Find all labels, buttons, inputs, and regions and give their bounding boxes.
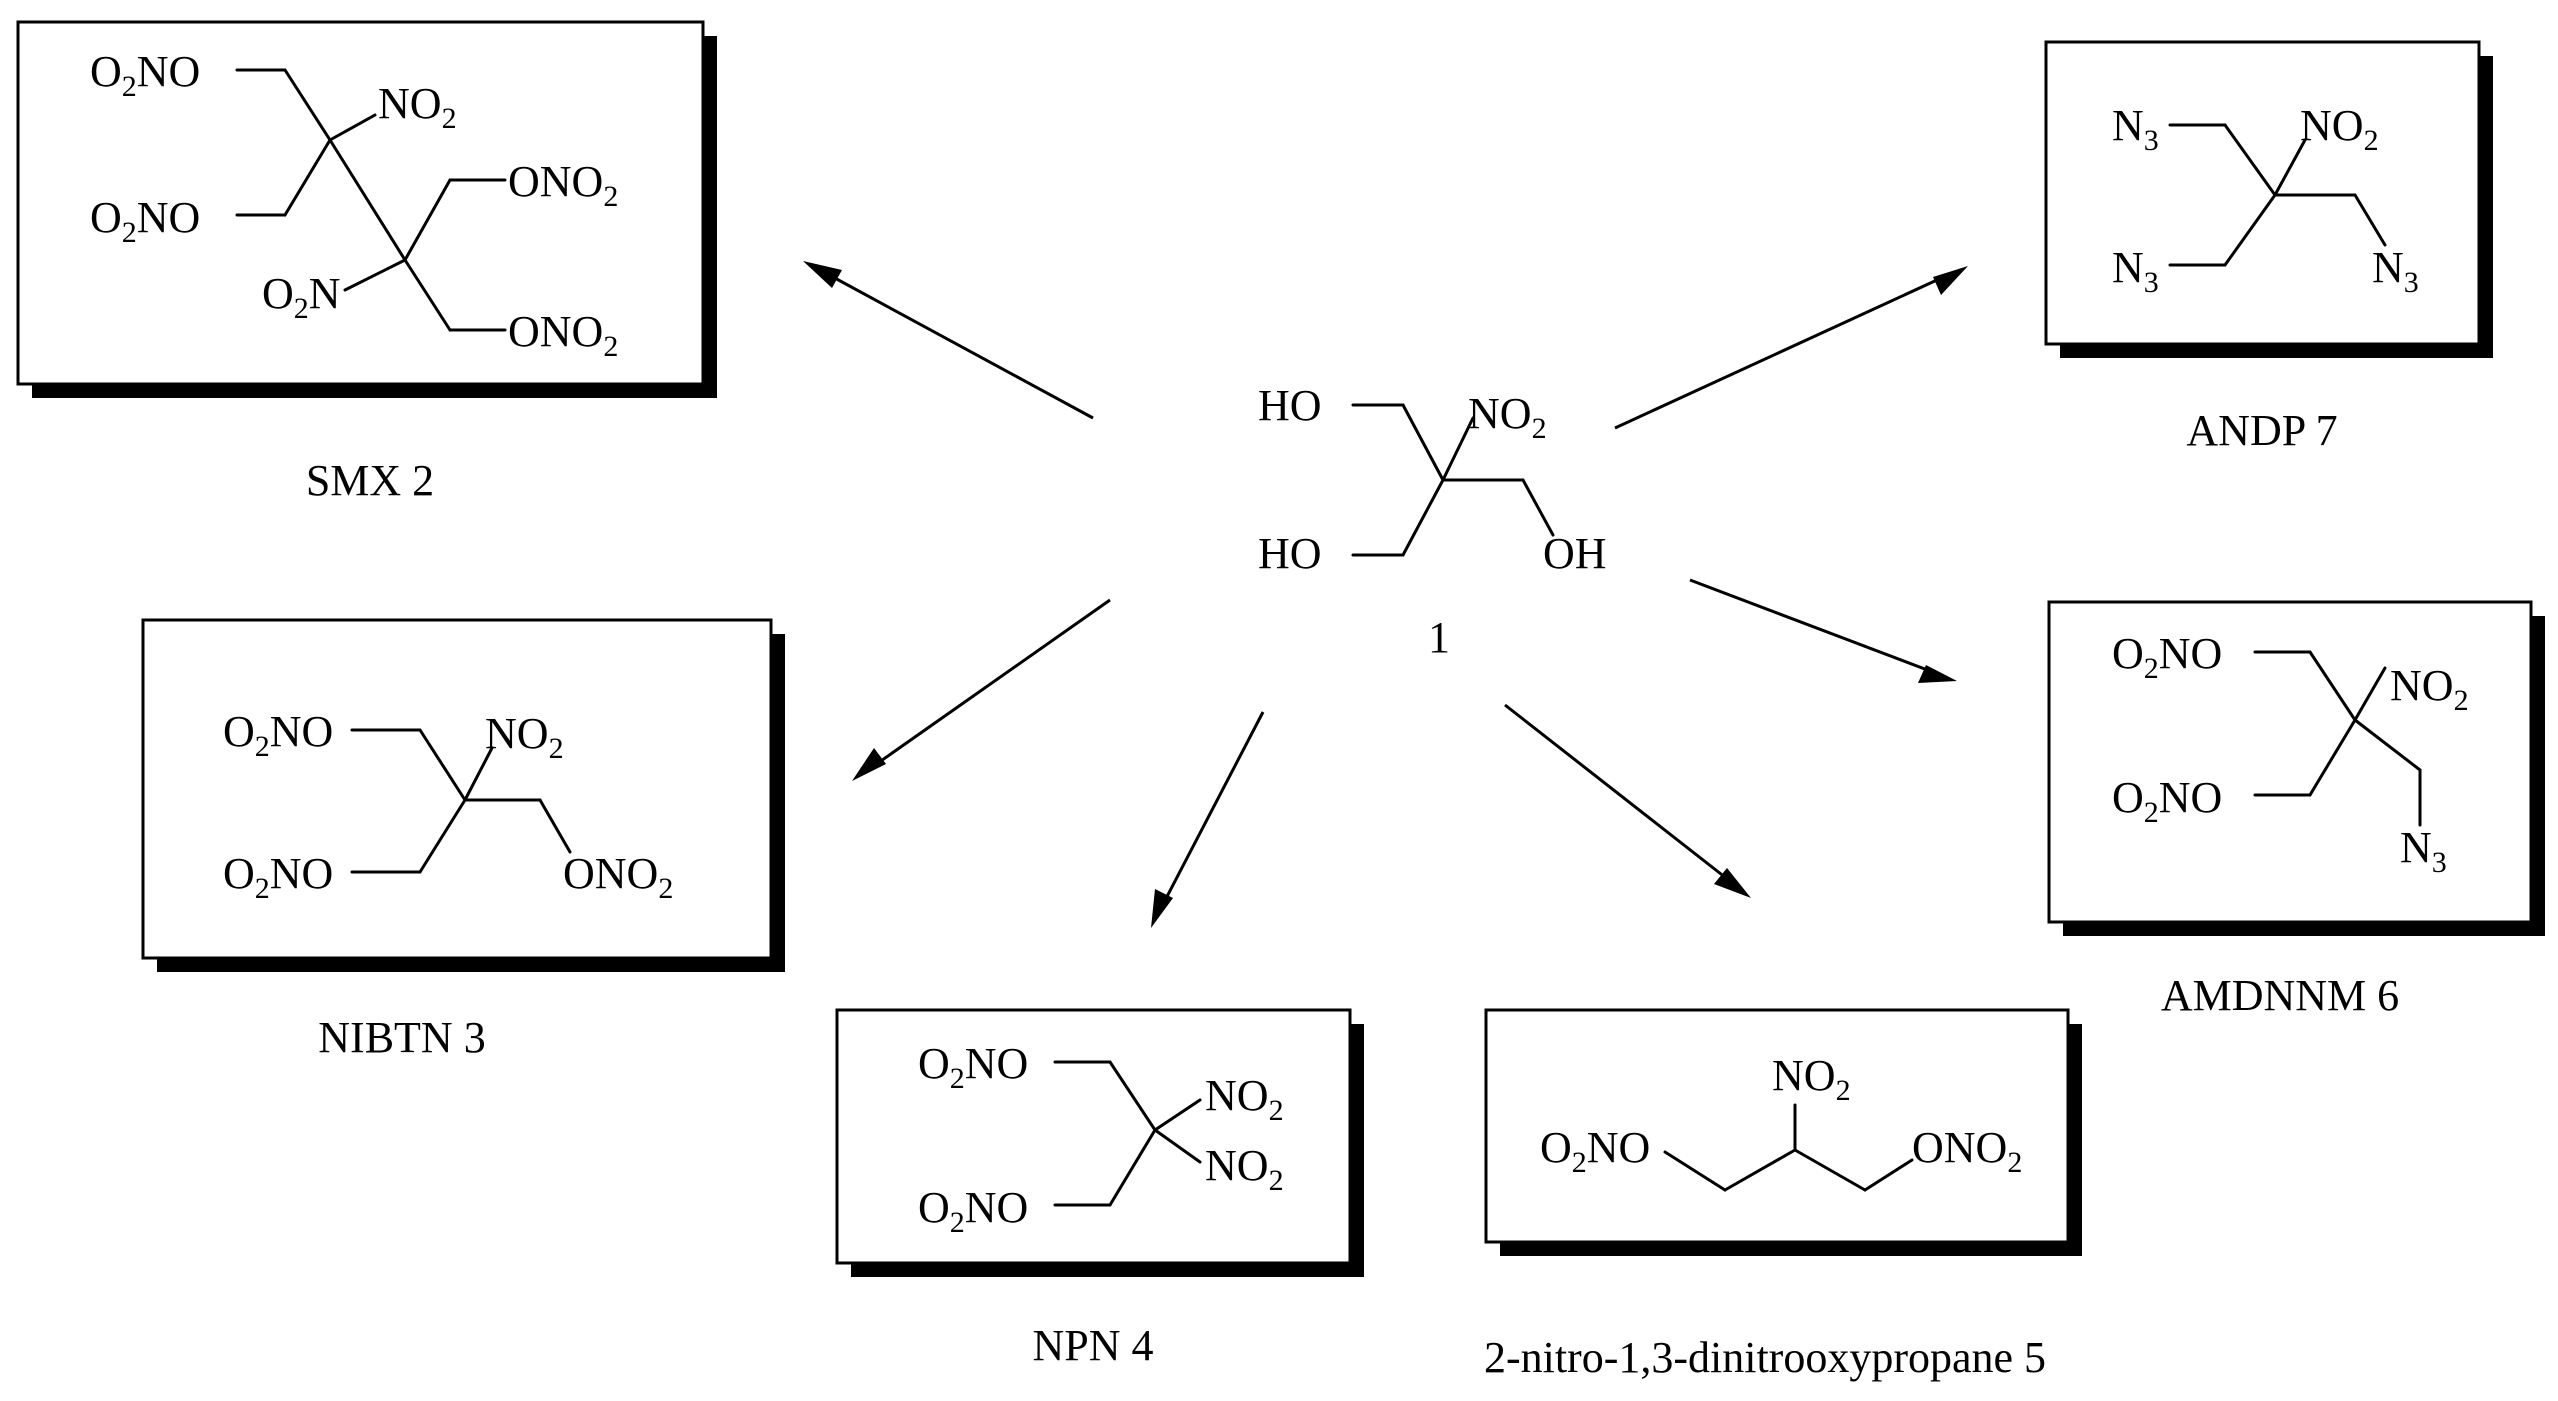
compound-npn-4: O2NO NO2 NO2 O2NO NPN 4 bbox=[835, 1008, 1364, 1370]
arrow-to-smx bbox=[803, 261, 1094, 420]
nitrate-label: ONO2 bbox=[508, 157, 618, 213]
compound-caption: ANDP 7 bbox=[2186, 406, 2337, 455]
nitrate-label: O2NO bbox=[918, 1039, 1028, 1095]
nitro-label: NO2 bbox=[2300, 101, 2379, 157]
compound-number: 1 bbox=[1428, 613, 1450, 662]
nitrate-label: O2NO bbox=[223, 849, 333, 905]
arrow-to-amdnnm bbox=[1689, 578, 1957, 683]
arrow-to-nibtn bbox=[852, 598, 1111, 781]
azide-label: N3 bbox=[2112, 101, 2159, 157]
nitrate-label: ONO2 bbox=[508, 307, 618, 363]
nitro-label: NO2 bbox=[1772, 1051, 1851, 1107]
nitro-label: NO2 bbox=[485, 709, 564, 765]
compound-smx-2: O2NO NO2 O2NO ONO2 O2N ONO2 SMX 2 bbox=[16, 20, 717, 505]
nitro-label: NO2 bbox=[2390, 661, 2469, 717]
nitrate-label: O2NO bbox=[90, 47, 200, 103]
arrow-to-dinitrooxypropane bbox=[1504, 703, 1751, 898]
compound-1: HO NO2 HO OH 1 bbox=[1258, 381, 1607, 662]
nitrate-label: ONO2 bbox=[1912, 1123, 2022, 1179]
compound-caption: NPN 4 bbox=[1032, 1321, 1153, 1370]
compound-caption: AMDNNM 6 bbox=[2161, 971, 2399, 1020]
compound-nibtn-3: O2NO NO2 O2NO ONO2 NIBTN 3 bbox=[141, 618, 785, 1062]
nitrate-label: O2NO bbox=[90, 193, 200, 249]
nitrate-label: O2NO bbox=[2112, 629, 2222, 685]
nitro-label: NO2 bbox=[1205, 1071, 1284, 1127]
azide-label: N3 bbox=[2400, 823, 2447, 879]
nitro-label: O2N bbox=[262, 269, 341, 325]
nitro-label: NO2 bbox=[1205, 1141, 1284, 1197]
nitrate-label: O2NO bbox=[2112, 773, 2222, 829]
azide-label: N3 bbox=[2372, 243, 2419, 299]
compound-caption: SMX 2 bbox=[306, 456, 434, 505]
nitrate-label: O2NO bbox=[1540, 1123, 1650, 1179]
nitrate-label: O2NO bbox=[223, 707, 333, 763]
reaction-arrows bbox=[803, 261, 1968, 928]
hydroxyl-label: HO bbox=[1258, 529, 1322, 578]
hydroxyl-label: OH bbox=[1543, 529, 1607, 578]
compound-andp-7: N3 NO2 N3 N3 ANDP 7 bbox=[2044, 40, 2493, 455]
azide-label: N3 bbox=[2112, 243, 2159, 299]
hydroxyl-label: HO bbox=[1258, 381, 1322, 430]
nitro-label: NO2 bbox=[378, 79, 457, 135]
compound-amdnnm-6: O2NO NO2 O2NO N3 AMDNNM 6 bbox=[2047, 600, 2545, 1020]
nitro-label: NO2 bbox=[1468, 389, 1547, 445]
compound-caption: 2-nitro-1,3-dinitrooxypropane 5 bbox=[1484, 1333, 2046, 1382]
nitrate-label: ONO2 bbox=[563, 849, 673, 905]
nitrate-label: O2NO bbox=[918, 1183, 1028, 1239]
compound-caption: NIBTN 3 bbox=[318, 1013, 485, 1062]
arrow-to-npn bbox=[1151, 711, 1265, 928]
arrow-to-andp bbox=[1614, 266, 1968, 430]
compound-dinitrooxypropane-5: NO2 O2NO ONO2 2-nitro-1,3-dinitrooxyprop… bbox=[1484, 1008, 2082, 1382]
